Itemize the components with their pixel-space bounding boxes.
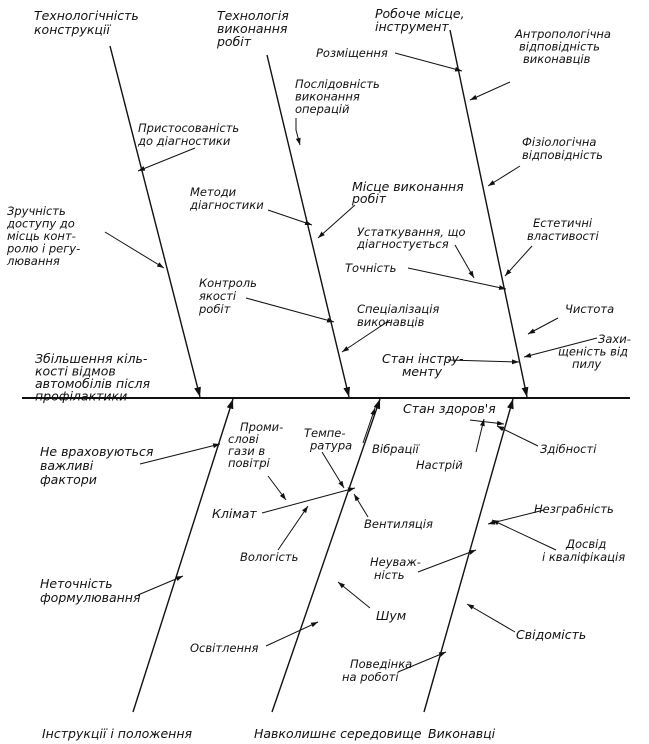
cause-stan-instrumentu: Стан інстру-менту <box>382 351 464 379</box>
arrow-poslidovnist <box>295 118 301 146</box>
arrow-vibratsii <box>362 407 376 444</box>
cause-chystota: Чистота <box>565 302 614 316</box>
branch-title-performers: Виконавці <box>428 726 496 741</box>
arrow-klimat <box>261 487 356 514</box>
arrow-ustatkuvannya <box>454 244 475 279</box>
arrow-antropolohichna <box>469 81 511 101</box>
bone-environment <box>271 398 381 713</box>
arrow-temperatura <box>321 451 345 489</box>
cause-stan-zdorovya: Стан здоров'я <box>403 401 496 416</box>
arrow-nastriy <box>475 418 485 453</box>
cause-vibratsii: Вібрації <box>372 442 421 456</box>
branch-title-instructions: Інструкції і положення <box>42 726 193 741</box>
arrow-estetychni <box>504 245 533 277</box>
arrow-chystota <box>527 317 559 335</box>
bone-instructions <box>132 398 234 713</box>
cause-volohist: Вологість <box>240 550 298 564</box>
arrow-shum <box>337 581 371 609</box>
arrow-fiziolohichna <box>487 165 521 187</box>
arrow-ne-vrakhovuyutsya <box>139 443 221 465</box>
arrow-zakhyshchenist <box>523 337 598 358</box>
arrow-zruchnist <box>104 231 165 269</box>
cause-tochnist: Точність <box>345 261 396 275</box>
arrow-netochnist <box>137 575 184 596</box>
cause-klimat: Клімат <box>212 506 257 521</box>
arrow-stan-zdorovya <box>469 419 505 426</box>
cause-nastriy: Настрій <box>416 458 463 472</box>
branch-title-workplace: Робоче місце,інструмент <box>375 6 465 34</box>
arrow-povedinka <box>397 651 447 673</box>
bone-performers <box>423 398 514 713</box>
cause-neuvazhnist: Неуваж-ність <box>370 555 421 582</box>
cause-temperatura: Темпе-ратура <box>304 426 352 453</box>
arrow-svidomist <box>466 603 516 633</box>
cause-nezhrabnist: Незграбність <box>534 502 614 516</box>
arrow-stan-instrumentu <box>447 359 520 365</box>
arrow-metody <box>267 209 313 226</box>
cause-shum: Шум <box>376 608 406 623</box>
cause-zdibnosti: Здібності <box>540 442 597 456</box>
arrow-neuvazhnist <box>417 549 477 573</box>
arrow-tochnist <box>407 267 507 290</box>
arrow-zdibnosti <box>496 425 539 447</box>
bone-workplace <box>449 29 529 398</box>
arrow-rozmishchennya <box>394 52 463 72</box>
arrow-volohist <box>277 505 309 551</box>
bone-work-tech <box>266 54 351 398</box>
cause-osvitlennya: Освітлення <box>190 641 259 655</box>
cause-svidomist: Свідомість <box>516 627 586 642</box>
arrow-mistse <box>317 204 356 239</box>
arrow-ventylyatsiya <box>353 493 369 518</box>
arrow-dosvid <box>491 519 557 551</box>
arrow-promyslovi-hazy <box>267 475 287 501</box>
arrow-spetsializatsiya <box>341 319 391 353</box>
cause-ventylyatsiya: Вентиляція <box>364 517 433 531</box>
arrow-prystosovanist <box>137 147 196 172</box>
cause-rozmishchennya: Розміщення <box>316 46 388 60</box>
arrow-osvitlennya <box>265 621 319 647</box>
bone-tech-design <box>109 45 201 398</box>
arrow-kontrol <box>245 297 335 323</box>
branch-title-environment: Навколишнє середовище <box>254 726 422 741</box>
